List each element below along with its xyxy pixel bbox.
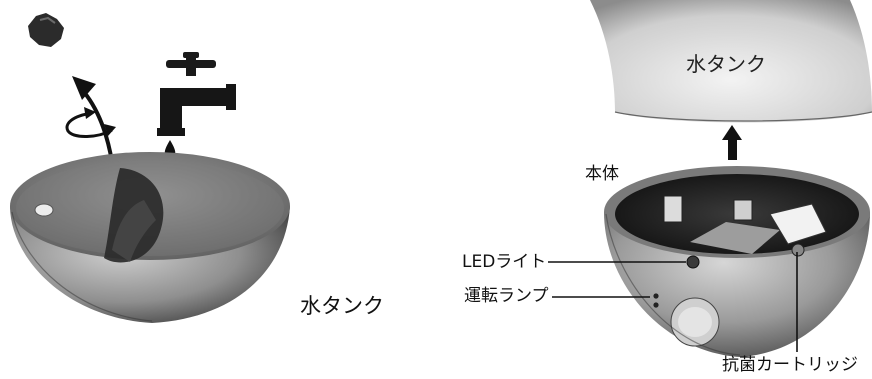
- right-water-tank-illustration: [590, 0, 872, 123]
- right-water-tank-label: 水タンク: [686, 52, 766, 76]
- callout-lines: [548, 252, 798, 352]
- cap-icon: [28, 13, 64, 47]
- led-light-label: LEDライト: [462, 252, 547, 272]
- main-body-illustration: [604, 166, 870, 357]
- left-water-tank-illustration: [10, 152, 290, 323]
- rotate-arrow-icon: [65, 107, 116, 138]
- faucet-icon: [157, 52, 236, 136]
- lift-arrow-icon: [72, 76, 114, 164]
- up-arrow-icon: [722, 125, 742, 160]
- power-lamp-label: 運転ランプ: [464, 286, 549, 306]
- left-water-tank-label: 水タンク: [300, 294, 384, 318]
- antibacterial-cartridge-label: 抗菌カートリッジ: [722, 355, 858, 375]
- main-body-label: 本体: [585, 164, 619, 184]
